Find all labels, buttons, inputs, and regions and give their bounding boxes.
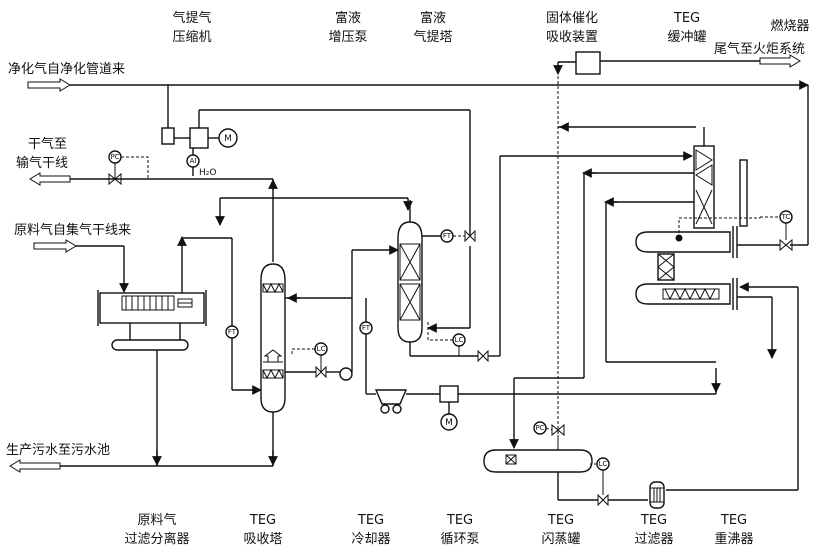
tag-pc-flash: PC — [535, 424, 544, 432]
raw-gas-inlet-arrow — [33, 239, 77, 253]
label-gas-compressor-2: 压缩机 — [172, 29, 211, 45]
label-purified-gas: 净化气自净化管道来 — [8, 61, 125, 77]
compressor-inlet-box — [161, 127, 175, 145]
cooler-and-pump: FT M — [359, 298, 721, 431]
label-gas-compressor-1: 气提气 — [172, 10, 211, 26]
label-teg-absorber-2: 吸收塔 — [243, 532, 282, 547]
label-rich-stripper-1: 富液 — [420, 10, 446, 26]
label-flash-tank-1: TEG — [547, 513, 574, 528]
purified-gas-header — [70, 80, 809, 246]
wastewater-outlet-arrow — [9, 459, 61, 473]
lc-valve-flash — [597, 493, 609, 507]
tag-lc-stripper: LC — [455, 336, 464, 344]
stream-labels: 尾气至火炬系统 净化气自净化管道来 干气至 输气干线 原料气自集气干线来 生产污… — [6, 41, 805, 458]
tag-ft-raw: FT — [228, 328, 237, 336]
label-raw-gas: 原料气自集气干线来 — [14, 222, 131, 238]
label-teg-buffer-1: TEG — [673, 11, 700, 26]
tag-tc: TC — [781, 213, 791, 221]
stream-arrows — [9, 54, 801, 473]
reboiler-riser — [657, 253, 675, 281]
label-burner: 燃烧器 — [770, 18, 809, 34]
label-teg-reboiler-1: TEG — [720, 513, 747, 528]
label-teg-absorber-1: TEG — [249, 513, 276, 528]
still-column — [693, 145, 715, 229]
rich-stripper: FT LC — [397, 151, 693, 363]
label-teg-filter-1: TEG — [640, 513, 667, 528]
rich-pump-icon — [339, 367, 353, 381]
label-raw-filter-1: 原料气 — [137, 512, 176, 528]
pump-motor — [440, 413, 458, 431]
flash-tank-shell — [483, 449, 593, 473]
lc-valve-stripper — [477, 349, 489, 363]
ft-cooler-instrument — [359, 321, 373, 335]
purified-gas-inlet-arrow — [27, 78, 71, 92]
wastewater-header — [60, 450, 273, 467]
solid-catalytic-absorber — [553, 51, 760, 470]
compressor-motor — [218, 128, 238, 148]
label-solid-catalytic-2: 吸收装置 — [546, 30, 598, 45]
label-dry-gas-2: 输气干线 — [16, 155, 68, 171]
tag-h2o: H₂O — [199, 168, 216, 178]
ft-raw-gas-instrument — [225, 325, 239, 339]
label-flash-tank-2: 闪蒸罐 — [541, 532, 580, 547]
chimney-tray-icon — [263, 349, 283, 363]
teg-regenerator: TC — [509, 122, 799, 491]
stripper-shell — [397, 221, 423, 343]
teg-cooler — [374, 389, 408, 405]
label-teg-buffer-2: 缓冲罐 — [667, 30, 706, 45]
filter-upper-shell — [99, 292, 205, 324]
tag-lc-flash: LC — [599, 460, 608, 468]
label-teg-cooler-2: 冷却器 — [351, 532, 390, 547]
bottom-labels: 原料气 过滤分离器 TEG 吸收塔 TEG 冷却器 TEG 循环泵 TEG 闪蒸… — [124, 512, 753, 547]
dry-gas-line: PC AI H₂O — [70, 150, 278, 262]
teg-absorber: LC — [215, 197, 413, 466]
tag-ft-stripper: FT — [443, 232, 452, 240]
tag-lc-absorber: LC — [317, 345, 326, 353]
absorber-shell — [260, 263, 286, 413]
label-tail-gas: 尾气至火炬系统 — [714, 41, 805, 57]
label-teg-pump-2: 循环泵 — [440, 532, 479, 547]
label-solid-catalytic-1: 固体催化 — [546, 11, 598, 26]
pc-valve-dry — [108, 172, 122, 186]
label-wastewater: 生产污水至污水池 — [6, 443, 110, 458]
raw-gas-filter-separator: FT — [76, 236, 262, 466]
catalytic-box — [575, 51, 601, 75]
motor-label-compressor: M — [224, 134, 232, 144]
pc-valve-flash — [551, 423, 565, 437]
gas-compressor: M — [161, 109, 471, 333]
label-teg-filter-2: 过滤器 — [634, 532, 673, 547]
compressor-body — [189, 127, 209, 149]
tag-ft-cooler: FT — [362, 324, 371, 332]
label-dry-gas-1: 干气至 — [28, 136, 67, 152]
tc-valve — [779, 238, 793, 252]
top-labels: 气提气 压缩机 富液 增压泵 富液 气提塔 固体催化 吸收装置 TEG 缓冲罐 … — [172, 10, 809, 45]
filter-lower-sump — [111, 339, 189, 351]
burner-stack — [739, 159, 748, 227]
tag-ai: AI — [190, 157, 197, 165]
motor-label-pump: M — [445, 418, 453, 428]
dry-gas-outlet-arrow — [29, 172, 71, 186]
ai-analyzer — [186, 154, 200, 168]
label-raw-filter-2: 过滤分离器 — [124, 531, 189, 547]
teg-circulation-pump — [439, 385, 459, 403]
stripper-gas-valve — [464, 229, 476, 243]
label-teg-cooler-1: TEG — [357, 513, 384, 528]
lc-valve-absorber — [315, 365, 327, 379]
label-rich-pump-2: 增压泵 — [328, 30, 367, 45]
reboiler-coil — [662, 288, 720, 300]
label-teg-reboiler-2: 重沸器 — [714, 531, 753, 547]
tail-gas-outlet-arrow — [759, 54, 801, 68]
tag-pc-dry: PC — [110, 153, 119, 161]
label-rich-stripper-2: 气提塔 — [413, 29, 452, 45]
label-teg-pump-1: TEG — [446, 513, 473, 528]
reboiler-shell — [635, 231, 731, 253]
flash-tank: PC LC — [483, 421, 665, 509]
label-rich-pump-1: 富液 — [335, 10, 361, 26]
